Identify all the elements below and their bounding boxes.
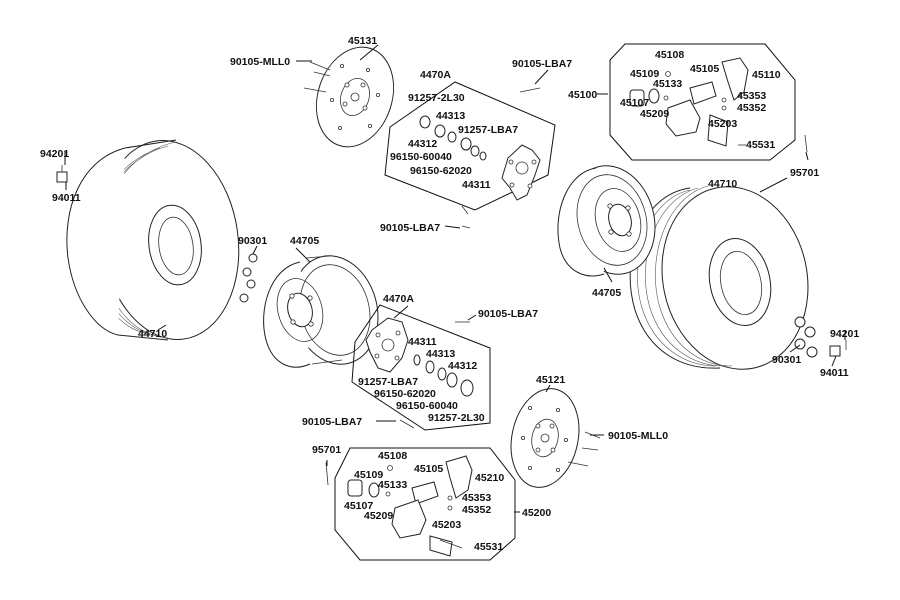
caliper-top-parts[interactable] bbox=[629, 57, 749, 147]
label-94011-left: 94011 bbox=[52, 192, 81, 204]
label-45121: 45121 bbox=[536, 374, 565, 386]
label-90105-lba7-d: 90105-LBA7 bbox=[302, 416, 362, 428]
brake-disc-top[interactable] bbox=[304, 37, 406, 157]
label-bottom-45107: 45107 bbox=[344, 500, 373, 512]
hub-group-bottom-frame bbox=[351, 304, 491, 431]
label-bottom-44312: 44312 bbox=[448, 360, 477, 372]
label-bottom-45203: 45203 bbox=[432, 519, 461, 531]
label-top-96150-60040: 96150-60040 bbox=[390, 151, 452, 163]
label-90301-left: 90301 bbox=[238, 235, 267, 247]
label-94011-right: 94011 bbox=[820, 367, 849, 379]
brake-disc-bottom[interactable] bbox=[502, 382, 587, 494]
label-top-45531: 45531 bbox=[746, 139, 775, 151]
label-bottom-44311: 44311 bbox=[408, 336, 437, 348]
label-90301-right: 90301 bbox=[772, 354, 801, 366]
label-bottom-45352: 45352 bbox=[462, 504, 491, 516]
part-labels: 44710 44710 44705 44705 90301 90301 9420… bbox=[40, 35, 859, 553]
label-bottom-96150-60040: 96150-60040 bbox=[396, 400, 458, 412]
label-94201-right: 94201 bbox=[830, 328, 859, 340]
caliper-top-frame bbox=[609, 43, 796, 161]
label-bottom-96150-62020: 96150-62020 bbox=[374, 388, 436, 400]
rim-right[interactable] bbox=[557, 156, 667, 284]
label-top-44311: 44311 bbox=[462, 179, 491, 191]
caliper-bottom-parts[interactable] bbox=[347, 455, 473, 557]
label-top-45133: 45133 bbox=[653, 78, 682, 90]
label-4470a-bottom: 4470A bbox=[383, 293, 414, 305]
label-top-45209: 45209 bbox=[640, 108, 669, 120]
label-top-91257-lba7: 91257-LBA7 bbox=[458, 124, 518, 136]
label-top-45105: 45105 bbox=[690, 63, 719, 75]
hub-bottom-parts[interactable] bbox=[365, 317, 474, 397]
tire-left[interactable] bbox=[66, 132, 251, 349]
hub-top-parts[interactable] bbox=[419, 115, 541, 201]
label-top-45203: 45203 bbox=[708, 118, 737, 130]
label-94201-left: 94201 bbox=[40, 148, 69, 160]
label-top-45108: 45108 bbox=[655, 49, 684, 61]
label-bottom-45210: 45210 bbox=[475, 472, 504, 484]
label-bottom-95701: 95701 bbox=[312, 444, 341, 456]
label-90105-mll0-top: 90105-MLL0 bbox=[230, 56, 290, 68]
label-top-44313: 44313 bbox=[436, 110, 465, 122]
label-bottom-91257-lba7: 91257-LBA7 bbox=[358, 376, 418, 388]
label-90105-lba7-b: 90105-LBA7 bbox=[380, 222, 440, 234]
label-45100: 45100 bbox=[568, 89, 597, 101]
label-top-45109: 45109 bbox=[630, 68, 659, 80]
label-bottom-45353: 45353 bbox=[462, 492, 491, 504]
label-bottom-45105: 45105 bbox=[414, 463, 443, 475]
label-bottom-45109: 45109 bbox=[354, 469, 383, 481]
hardware-misc[interactable] bbox=[56, 61, 847, 549]
label-bottom-45531: 45531 bbox=[474, 541, 503, 553]
label-bottom-45108: 45108 bbox=[378, 450, 407, 462]
label-top-45110: 45110 bbox=[752, 69, 781, 81]
label-44705-right: 44705 bbox=[592, 287, 621, 299]
label-4470a-top: 4470A bbox=[420, 69, 451, 81]
leader-lines bbox=[64, 44, 846, 513]
label-44705-left: 44705 bbox=[290, 235, 319, 247]
label-top-95701: 95701 bbox=[790, 167, 819, 179]
label-top-45107: 45107 bbox=[620, 97, 649, 109]
caliper-bottom-frame bbox=[334, 447, 516, 561]
label-top-91257-2l30: 91257-2L30 bbox=[408, 92, 465, 104]
label-44710-left: 44710 bbox=[138, 328, 167, 340]
label-bottom-44313: 44313 bbox=[426, 348, 455, 360]
hub-group-top-frame bbox=[384, 81, 556, 211]
label-44710-right: 44710 bbox=[708, 178, 737, 190]
label-90105-lba7-a: 90105-LBA7 bbox=[512, 58, 572, 70]
label-top-44312: 44312 bbox=[408, 138, 437, 150]
label-top-45353: 45353 bbox=[737, 90, 766, 102]
label-90105-lba7-c: 90105-LBA7 bbox=[478, 308, 538, 320]
label-45131: 45131 bbox=[348, 35, 377, 47]
label-top-45352: 45352 bbox=[737, 102, 766, 114]
label-90105-mll0-bottom: 90105-MLL0 bbox=[608, 430, 668, 442]
tire-right[interactable] bbox=[629, 173, 824, 383]
label-bottom-91257-2l30: 91257-2L30 bbox=[428, 412, 485, 424]
label-bottom-45209: 45209 bbox=[364, 510, 393, 522]
label-top-96150-62020: 96150-62020 bbox=[410, 165, 472, 177]
label-bottom-45133: 45133 bbox=[378, 479, 407, 491]
label-45200: 45200 bbox=[522, 507, 551, 519]
rim-left[interactable] bbox=[263, 246, 390, 374]
